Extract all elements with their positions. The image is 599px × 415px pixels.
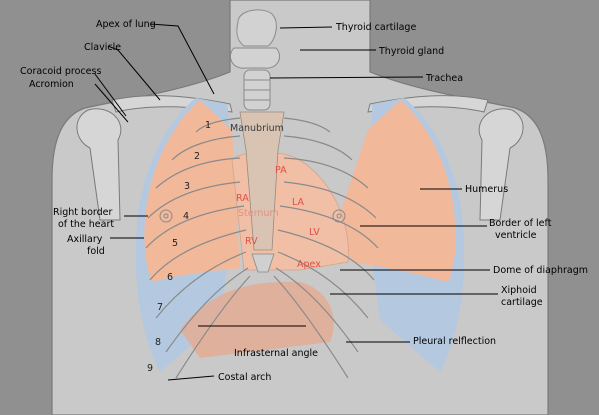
left-nipple bbox=[332, 209, 346, 223]
nipples bbox=[159, 209, 346, 223]
neck-structures bbox=[230, 9, 280, 111]
label-costal-arch: Costal arch bbox=[218, 372, 271, 383]
label-infrasternal-angle: Infrasternal angle bbox=[234, 348, 318, 359]
label-trachea: Trachea bbox=[425, 73, 463, 84]
label-pa: PA bbox=[275, 165, 287, 176]
label-axillary-fold-line1: Axillary bbox=[67, 234, 103, 245]
label-border-left-ventricle-line1: Border of left bbox=[489, 218, 552, 229]
rib-lines bbox=[145, 117, 379, 379]
label-sternum: Sternum bbox=[238, 208, 279, 219]
label-apex: Apex bbox=[297, 259, 321, 270]
leader-lines bbox=[94, 23, 498, 381]
label-clavicle: Clavicle bbox=[84, 42, 121, 53]
rib-number-5: 5 bbox=[172, 238, 178, 249]
sternum-shape bbox=[239, 111, 285, 251]
label-apex-of-lung: Apex of lung bbox=[96, 19, 156, 30]
label-right-border-heart-line2: of the heart bbox=[58, 219, 114, 230]
label-thyroid-gland: Thyroid gland bbox=[378, 46, 444, 57]
label-thyroid-cartilage: Thyroid cartilage bbox=[335, 22, 416, 33]
xiphoid-shape bbox=[251, 253, 275, 273]
label-ra: RA bbox=[236, 193, 249, 204]
rib-number-9: 9 bbox=[147, 363, 153, 374]
label-coracoid-process: Coracoid process bbox=[20, 66, 101, 77]
label-xiphoid-line1: Xiphoid bbox=[501, 285, 537, 296]
label-rv: RV bbox=[245, 236, 258, 247]
right-humerus bbox=[76, 108, 122, 221]
left-lung bbox=[338, 100, 456, 282]
label-xiphoid-line2: cartilage bbox=[501, 297, 543, 308]
rib-number-3: 3 bbox=[184, 181, 190, 192]
label-manubrium: Manubrium bbox=[230, 123, 284, 134]
rib-number-4: 4 bbox=[183, 211, 189, 222]
label-dome-of-diaphragm: Dome of diaphragm bbox=[493, 265, 588, 276]
right-nipple bbox=[159, 209, 173, 223]
label-axillary-fold-line2: fold bbox=[87, 246, 105, 257]
rib-number-2: 2 bbox=[194, 151, 200, 162]
rib-number-1: 1 bbox=[205, 120, 211, 131]
thyroid-cartilage-shape bbox=[236, 9, 277, 47]
label-right-border-heart-line1: Right border bbox=[53, 207, 112, 218]
right-lung bbox=[144, 100, 240, 282]
label-border-left-ventricle-line2: ventricle bbox=[495, 230, 537, 241]
label-lv: LV bbox=[309, 227, 320, 238]
label-pleural-reflection: Pleural relflection bbox=[413, 336, 496, 347]
left-humerus bbox=[478, 108, 524, 221]
rib-number-6: 6 bbox=[167, 272, 173, 283]
label-humerus: Humerus bbox=[465, 184, 508, 195]
rib-number-8: 8 bbox=[155, 337, 161, 348]
label-la: LA bbox=[292, 197, 305, 208]
thyroid-gland-shape bbox=[230, 47, 280, 69]
rib-number-7: 7 bbox=[157, 302, 163, 313]
label-acromion: Acromion bbox=[29, 79, 74, 90]
